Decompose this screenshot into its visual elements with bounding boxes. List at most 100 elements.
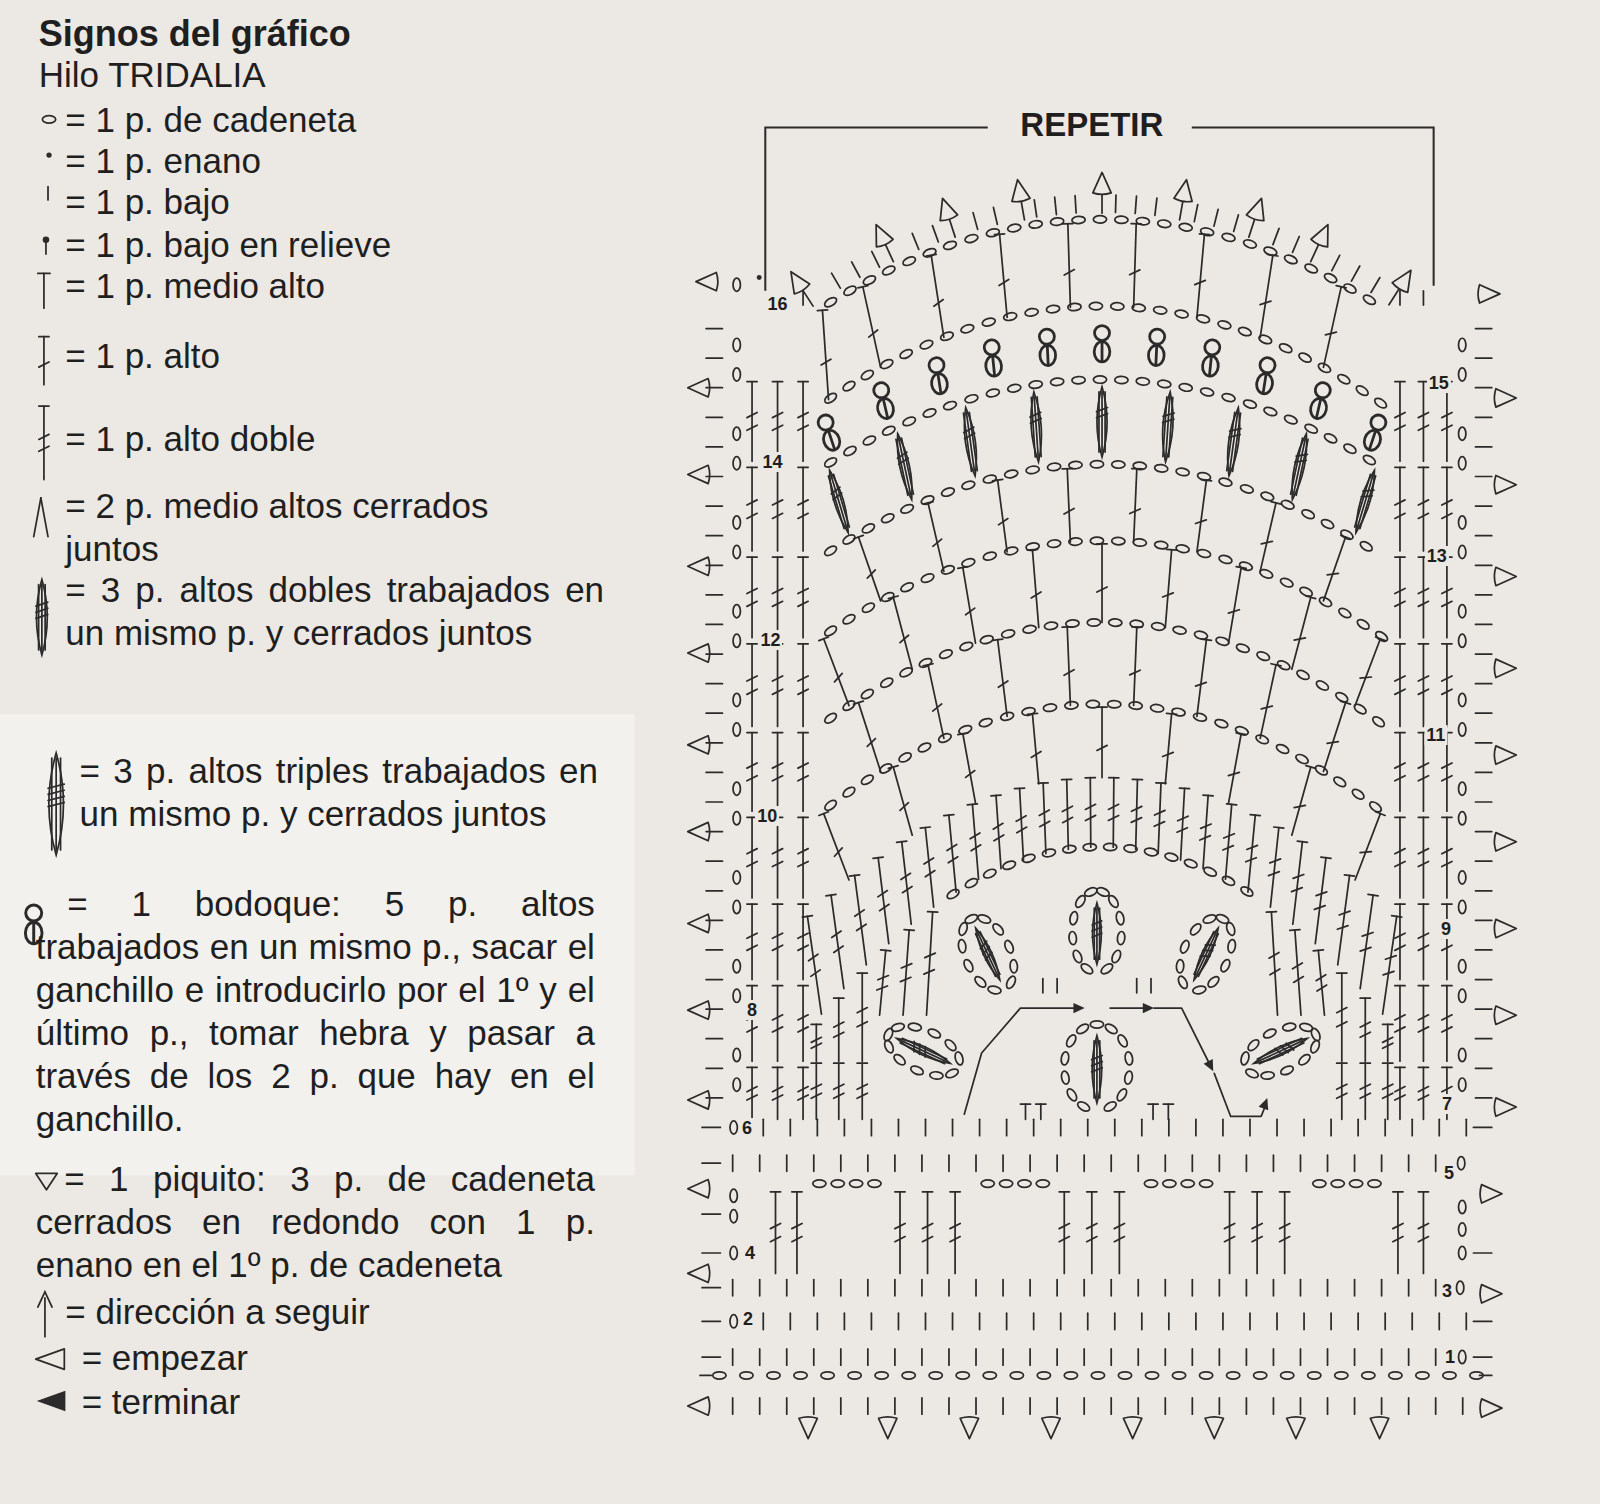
half-treble-stitch <box>1036 1103 1046 1105</box>
bobble-stitch <box>928 357 949 395</box>
chain-stitch <box>740 1372 753 1379</box>
treble-stitch <box>824 639 849 706</box>
double-treble-stitch <box>807 916 821 1014</box>
treble-stitch <box>1261 706 1272 709</box>
turning-chain <box>1475 831 1491 833</box>
chain-stitch <box>1260 491 1275 503</box>
turning-chain <box>1475 446 1491 448</box>
chain-stitch <box>1459 1223 1466 1236</box>
double-treble-stitch <box>1181 788 1185 860</box>
single-crochet <box>1114 1313 1116 1329</box>
cluster-cross <box>1163 418 1174 423</box>
double-treble-stitch <box>1395 643 1405 645</box>
double-treble-stitch <box>925 828 933 908</box>
turning-chain <box>706 979 722 981</box>
chain-stitch <box>982 551 997 562</box>
chain-stitch <box>1297 351 1312 364</box>
chain-stitch <box>1459 634 1466 647</box>
bobble-post <box>1210 357 1212 375</box>
double-treble-stitch <box>777 557 779 638</box>
cluster-outline <box>1093 903 1102 964</box>
double-treble-stitch <box>798 425 808 430</box>
cluster-outline <box>893 433 916 501</box>
treble-stitch <box>900 635 909 642</box>
chain-stitch <box>973 975 988 989</box>
double-treble-stitch <box>1418 466 1428 468</box>
double-treble-stitch <box>1399 382 1401 462</box>
single-crochet <box>789 1119 791 1135</box>
chain-stitch <box>1183 858 1198 870</box>
double-treble-stitch <box>1418 763 1428 768</box>
chain-stitch <box>1115 376 1129 384</box>
chain-stitch <box>919 339 934 351</box>
chain-stitch <box>733 871 740 884</box>
cluster-post <box>51 758 53 850</box>
chain-stitch <box>1024 308 1038 318</box>
treble-stitch <box>1360 677 1371 678</box>
double-treble-stitch <box>798 763 808 768</box>
turning-chain <box>706 831 722 833</box>
direction-line <box>964 1008 1081 1114</box>
chain-stitch <box>1087 619 1100 627</box>
turning-chain <box>1475 860 1491 862</box>
bobble-stitch <box>1255 357 1276 395</box>
single-crochet <box>1354 1155 1356 1171</box>
double-treble-stitch <box>1418 849 1428 854</box>
chain-stitch <box>1339 528 1354 541</box>
single-crochet <box>1411 1313 1413 1329</box>
chain-stitch <box>1171 707 1185 717</box>
legend-entry: = 1 p. alto doble <box>65 417 315 460</box>
single-crochet <box>759 1280 761 1296</box>
single-crochet <box>1332 255 1340 270</box>
chain-stitch <box>733 723 740 736</box>
single-crochet <box>1300 1280 1302 1296</box>
chain-stitch <box>730 1210 737 1223</box>
legend-entry: = 2 p. medio altos cerrados juntos <box>65 484 546 570</box>
double-treble-stitch <box>1395 861 1405 866</box>
chain-stitch <box>823 296 838 309</box>
chain-stitch <box>1001 629 1016 639</box>
double-treble-stitch <box>1344 875 1354 876</box>
double-treble-stitch <box>1252 1191 1262 1193</box>
double-treble-stitch <box>1270 859 1281 863</box>
chain-stitch <box>1261 1071 1275 1079</box>
double-treble-stitch <box>798 689 808 694</box>
cluster-stitch <box>1351 469 1379 534</box>
bobble-bottom <box>821 428 842 452</box>
chain-stitch <box>1115 216 1129 224</box>
chain-stitch <box>964 233 979 244</box>
bobble-post <box>993 357 995 375</box>
double-treble-stitch <box>1337 926 1348 930</box>
treble-stitch <box>1260 301 1271 305</box>
chain-stitch <box>1083 886 1098 898</box>
chain-stitch <box>1235 643 1250 654</box>
single-crochet <box>759 1349 761 1365</box>
double-treble-stitch <box>1395 1095 1405 1100</box>
chain-stitch <box>821 1372 834 1379</box>
double-treble-stitch <box>1418 588 1428 593</box>
picot <box>799 1417 817 1439</box>
chain-stitch <box>1047 539 1061 548</box>
turning-chain <box>706 683 722 685</box>
turning-chain <box>702 1252 720 1254</box>
single-crochet <box>1056 1398 1058 1414</box>
chain-stitch <box>1164 852 1179 863</box>
double-treble-stitch <box>747 588 757 593</box>
treble-stitch <box>893 597 912 669</box>
row-number: 7 <box>1440 1094 1454 1114</box>
double-treble-stitch <box>1395 513 1405 518</box>
single-crochet <box>894 1155 896 1171</box>
treble-stitch <box>1132 626 1142 628</box>
chain-stitch <box>733 368 740 381</box>
double-treble-stitch <box>993 823 1003 829</box>
double-treble-stitch <box>1114 1224 1124 1229</box>
double-treble-stitch <box>1442 763 1452 768</box>
cluster-cross <box>981 947 991 954</box>
cluster-cross <box>1230 427 1241 433</box>
bobble-bottom <box>1148 345 1165 366</box>
double-treble-stitch <box>1360 1032 1370 1037</box>
chain-stitch <box>959 641 974 652</box>
chain-stitch <box>1197 548 1212 558</box>
chain-stitch <box>979 634 994 645</box>
treble-stitch <box>1165 714 1171 784</box>
